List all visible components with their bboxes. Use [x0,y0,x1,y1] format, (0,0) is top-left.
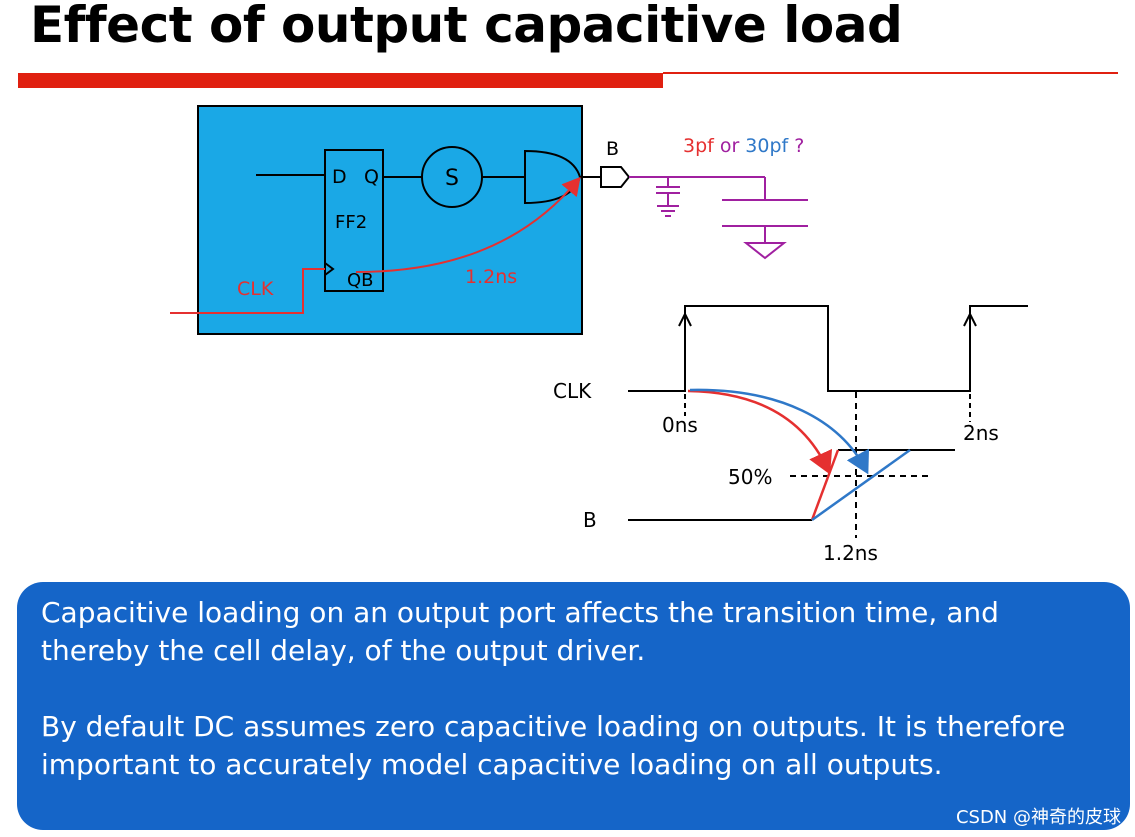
flipflop-ff2 [324,149,384,292]
clk-waveform [628,305,1028,392]
path-delay-label: 1.2ns [465,266,517,288]
design-block [197,105,583,335]
load-30pf-label: 30pf [745,135,789,157]
ff-clock-triangle [324,262,335,276]
clk-rising-edge-arrow-1 [678,311,692,327]
description-box: Capacitive loading on an output port aff… [17,582,1130,830]
red-timing-path [355,176,581,273]
small-capacitor [656,177,680,217]
ff-q-pin-label: Q [364,166,379,188]
b-slow-transition [811,448,911,522]
load-question-mark: ? [794,135,804,157]
ff-d-pin-label: D [332,166,347,188]
waveform-clk-label: CLK [553,379,592,403]
title-underline-thick [18,73,663,88]
watermark: CSDN @神奇的皮球 [955,807,1121,828]
slide-title: Effect of output capacitive load [30,0,903,54]
red-delay-arrow [687,389,833,475]
load-or-label: or [720,135,740,157]
description-paragraph-1: Capacitive loading on an output port aff… [41,596,999,667]
threshold-label: 50% [728,465,772,489]
blue-delay-arrow [689,388,870,475]
clk-wire [170,268,325,314]
b-fast-transition [810,449,840,521]
ff-name-label: FF2 [335,212,367,233]
description-paragraph-2: By default DC assumes zero capacitive lo… [41,710,1066,781]
large-capacitor [722,177,808,260]
t2-label: 2ns [963,421,999,445]
schematic-clk-label: CLK [237,278,274,300]
t0-label: 0ns [662,413,698,437]
waveform-b-label: B [583,508,597,532]
clk-rising-edge-arrow-2 [963,311,977,327]
delay-label: 1.2ns [823,541,878,565]
output-port-label: B [606,138,619,160]
title-underline-thin [663,72,1118,74]
load-3pf-label: 3pf [683,135,715,157]
logic-block-s-label: S [445,166,459,191]
output-port-b [600,166,631,188]
ff-qb-pin-label: QB [347,270,374,291]
